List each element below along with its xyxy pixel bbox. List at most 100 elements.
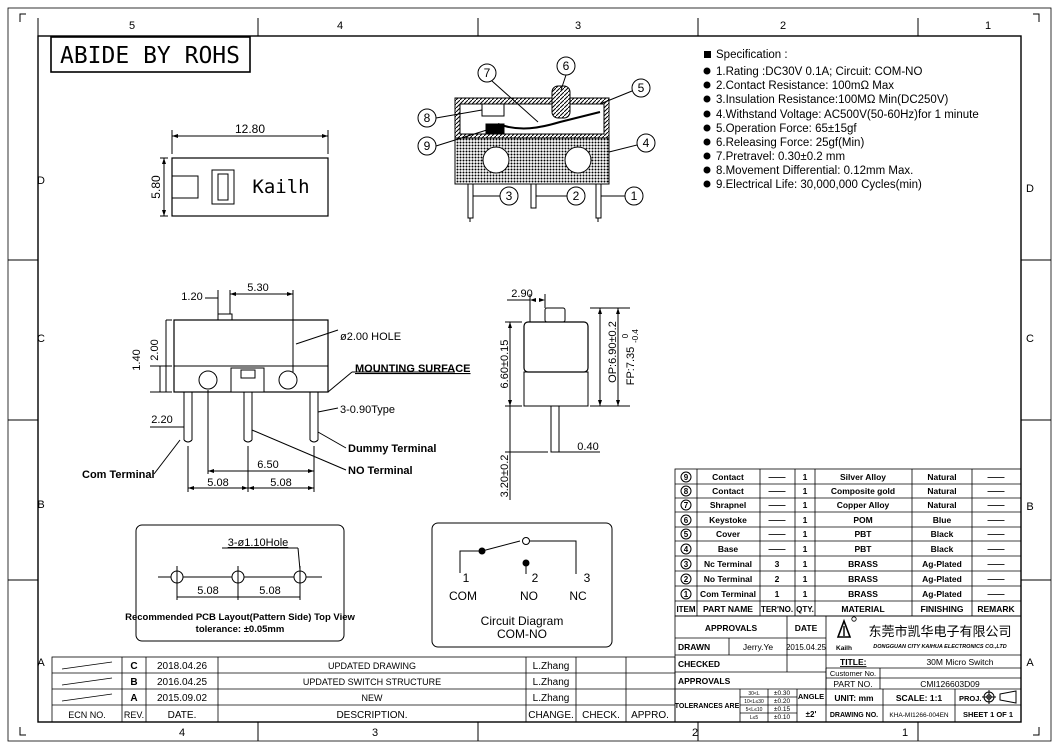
bom-header-remark: REMARK: [977, 604, 1015, 614]
bom-remark: ——: [988, 559, 1006, 569]
mounting-surface-label: MOUNTING SURFACE: [355, 363, 471, 375]
spec-item: 4.Withstand Voltage: AC500V(50-60Hz)for …: [716, 109, 979, 121]
bom-ter: 2: [775, 574, 780, 584]
bom-finishing: Black: [931, 544, 954, 554]
rev-header-date: DATE.: [168, 710, 197, 721]
rev-date: 2018.04.26: [157, 661, 207, 672]
rev-letter: B: [130, 677, 137, 688]
circuit-nc: NC: [569, 589, 587, 603]
rev-change: L.Zhang: [533, 677, 570, 688]
com-terminal-label: Com Terminal: [82, 469, 155, 481]
spec-item: 1.Rating :DC30V 0.1A; Circuit: COM-NO: [716, 66, 922, 78]
callout-2: 2: [573, 189, 580, 203]
tol-value: ±0.20: [774, 698, 791, 705]
bom-item: 2: [684, 575, 689, 584]
bom-ter: ——: [769, 500, 787, 510]
dim-op: OP:6.90±0.2: [607, 321, 619, 383]
row-label: B: [37, 499, 44, 511]
col-label: 1: [985, 20, 991, 32]
dim-2-00: 2.00: [149, 339, 161, 360]
unit-label: UNIT: mm: [834, 693, 874, 703]
part-no-label: PART NO.: [833, 679, 872, 689]
checked-label: CHECKED: [678, 659, 720, 669]
bom-qty: 1: [803, 574, 808, 584]
approvals-header: APPROVALS: [705, 623, 758, 633]
bom-name: No Terminal: [704, 574, 753, 584]
tolerances-label: TOLERANCES ARE: [675, 703, 740, 710]
customer-no-label: Customer No.: [830, 669, 876, 678]
bom-name: Shrapnel: [710, 500, 746, 510]
bom-name: Com Terminal: [700, 589, 756, 599]
pcb-layout: [135, 524, 345, 642]
part-no-value: CMI126603D09: [920, 679, 980, 689]
col-label: 2: [780, 20, 786, 32]
rev-header-check: CHECK.: [582, 710, 620, 721]
spec-item: 8.Movement Differential: 0.12mm Max.: [716, 165, 913, 177]
bom-qty: 1: [803, 529, 808, 539]
bom-material: Composite gold: [831, 486, 895, 496]
bom-name: Base: [718, 544, 739, 554]
title-label: TITLE:: [840, 657, 867, 667]
bom-ter: ——: [769, 472, 787, 482]
tol-range: 5<L≤10: [746, 707, 763, 713]
bom-name: Contact: [712, 486, 744, 496]
bom-header-material: MATERIAL: [841, 604, 884, 614]
pcb-dim-b: 5.08: [259, 585, 280, 597]
tol-range: 10<L≤30: [744, 699, 764, 705]
proj-label: PROJ.: [959, 694, 982, 703]
callout-5: 5: [638, 81, 645, 95]
dim-2-20: 2.20: [151, 414, 172, 426]
bom-item: 3: [684, 560, 689, 569]
col-label: 5: [129, 20, 135, 32]
bom-material: POM: [853, 515, 872, 525]
rev-date: 2016.04.25: [157, 677, 207, 688]
dim-6-60: 6.60±0.15: [499, 340, 511, 389]
pcb-tolerance: tolerance: ±0.05mm: [196, 624, 285, 635]
approvals-label: APPROVALS: [678, 676, 731, 686]
drawn-label: DRAWN: [678, 642, 710, 652]
col-label: 4: [337, 20, 343, 32]
bom-item: 7: [684, 501, 689, 510]
specification: Specification : 1.Rating :DC30V 0.1A; Ci…: [703, 49, 979, 191]
col-label: 4: [179, 727, 185, 739]
bom-finishing: Ag-Plated: [922, 559, 962, 569]
callout-4: 4: [643, 136, 650, 150]
bom-ter: ——: [769, 515, 787, 525]
pcb-caption: Recommended PCB Layout(Pattern Side) Top…: [125, 612, 355, 623]
col-label: 1: [902, 727, 908, 739]
bom-material: PBT: [855, 544, 873, 554]
angle-label: ANGLE: [798, 692, 824, 701]
tol-range: L≤5: [750, 715, 759, 721]
pcb-holes-note: 3-ø1.10Hole: [228, 537, 289, 549]
row-label: A: [1026, 657, 1034, 669]
hole-note: ø2.00 HOLE: [340, 331, 401, 343]
rohs-label: ABIDE BY ROHS: [60, 43, 240, 69]
dim-2-90: 2.90: [511, 288, 532, 300]
row-label: C: [37, 333, 45, 345]
bom-material: Copper Alloy: [837, 500, 890, 510]
bom-qty: 1: [803, 589, 808, 599]
bom-ter: 1: [775, 589, 780, 599]
bom-ter: ——: [769, 529, 787, 539]
tol-value: ±0.15: [774, 706, 791, 713]
bom-ter: ——: [769, 486, 787, 496]
bom-finishing: Ag-Plated: [922, 574, 962, 584]
dim-fp-tol-bottom: -0.4: [631, 329, 640, 343]
company-name-en: DONGGUAN CITY KAIHUA ELECTRONICS CO.,LTD: [873, 644, 1006, 650]
rev-header-appro: APPRO.: [631, 710, 669, 721]
brand-mark: Kailh: [252, 176, 309, 198]
tol-value: ±0.30: [774, 690, 791, 697]
callout-7: 7: [484, 66, 491, 80]
angle-value: ±2': [806, 710, 817, 719]
row-label: D: [37, 175, 45, 187]
bom-item: 1: [684, 590, 689, 599]
bom-name: Cover: [716, 529, 741, 539]
bom-material: PBT: [855, 529, 873, 539]
callout-8: 8: [424, 111, 431, 125]
col-label: 3: [575, 20, 581, 32]
spec-item: 5.Operation Force: 65±15gf: [716, 123, 857, 135]
bom-header-item: ITEM: [676, 605, 695, 614]
sheet-label: SHEET 1 OF 1: [963, 710, 1013, 719]
callout-6: 6: [563, 59, 570, 73]
row-label: B: [1026, 501, 1033, 513]
